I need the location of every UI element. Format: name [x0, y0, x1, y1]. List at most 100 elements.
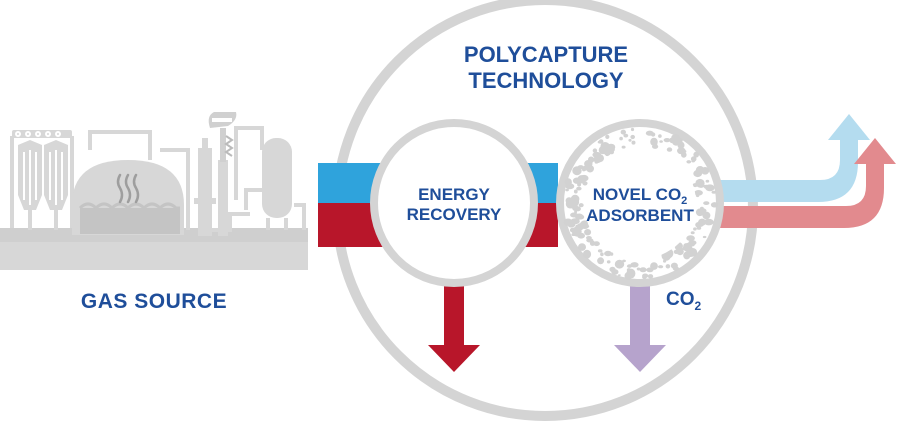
- pore-dot: [592, 148, 598, 153]
- pore-dot: [690, 156, 697, 162]
- pore-dot: [693, 169, 703, 178]
- pore-dot: [609, 266, 616, 273]
- pore-dot: [605, 134, 610, 139]
- gas-source-label: GAS SOURCE: [81, 290, 227, 313]
- pore-dot: [646, 267, 654, 273]
- pore-dot: [677, 147, 686, 155]
- pore-dot: [663, 259, 667, 263]
- pore-dot: [639, 268, 643, 271]
- pore-dot: [630, 262, 639, 268]
- energy-output-arrow: [428, 285, 480, 372]
- co2-output-subscript: 2: [695, 299, 702, 313]
- pore-dot: [663, 138, 671, 143]
- adsorbent-line-2: ADSORBENT: [586, 206, 694, 225]
- pore-dot: [698, 192, 703, 195]
- pore-dot: [604, 250, 612, 257]
- co2-output-label: CO2: [666, 289, 702, 313]
- pore-dot: [626, 264, 633, 268]
- pore-dot: [677, 137, 683, 143]
- pore-dot: [570, 218, 580, 225]
- gas-plant-icon: [0, 126, 308, 270]
- pore-dot: [572, 166, 582, 176]
- pore-dot: [630, 134, 635, 140]
- pore-dot: [666, 147, 673, 152]
- pore-dot: [600, 252, 604, 257]
- pore-dot: [658, 134, 662, 138]
- pore-dot: [564, 178, 572, 186]
- pore-dot: [665, 264, 671, 269]
- pore-dot: [710, 202, 719, 208]
- pore-dot: [652, 144, 659, 149]
- pore-dot: [586, 238, 594, 243]
- pore-dot: [624, 271, 632, 280]
- adsorbent-line-1: NOVEL CO2: [593, 185, 688, 207]
- pore-dot: [647, 274, 654, 279]
- pore-dot: [617, 274, 621, 276]
- pore-dot: [609, 150, 614, 155]
- pore-dot: [588, 156, 595, 163]
- pore-dot: [703, 201, 710, 206]
- pore-dot: [658, 265, 664, 269]
- pore-dot: [705, 179, 710, 183]
- pore-dot: [645, 130, 654, 136]
- energy-recovery-line-1: ENERGY: [418, 185, 490, 204]
- pore-dot: [597, 140, 603, 144]
- pore-dot: [688, 240, 697, 246]
- pore-dot: [686, 160, 692, 164]
- energy-recovery-line-2: RECOVERY: [407, 205, 502, 224]
- co2-output-arrow: [614, 285, 666, 372]
- pore-dot: [693, 227, 697, 231]
- pore-dot: [699, 210, 707, 216]
- pore-dot: [578, 243, 586, 251]
- pore-dot: [695, 222, 702, 228]
- pore-dot: [571, 233, 576, 237]
- pore-dot: [619, 136, 623, 141]
- pore-dot: [565, 188, 569, 192]
- pore-dot: [584, 229, 592, 236]
- energy-recovery-circle: [370, 119, 538, 287]
- pore-dot: [597, 249, 603, 253]
- pore-dot: [603, 149, 611, 155]
- pore-dot: [650, 137, 658, 146]
- co2-output-prefix: CO: [666, 289, 695, 310]
- pore-dot: [683, 243, 690, 250]
- pore-dot: [659, 140, 663, 143]
- pore-dot: [631, 140, 636, 145]
- pore-dot: [614, 259, 625, 269]
- pore-dot: [690, 231, 695, 235]
- pore-dot: [605, 153, 609, 157]
- pore-dot: [709, 186, 714, 190]
- pore-dot: [683, 251, 691, 260]
- pore-dot: [630, 127, 635, 132]
- pore-dot: [693, 151, 699, 158]
- heat-waves-icon: [116, 173, 140, 204]
- pore-dot: [686, 235, 695, 242]
- pore-dot: [578, 203, 584, 208]
- pore-dot: [572, 177, 582, 184]
- pore-dot: [703, 218, 714, 226]
- pore-dot: [579, 220, 590, 229]
- pore-dot: [567, 223, 574, 228]
- pore-dot: [702, 235, 707, 239]
- pore-dot: [570, 194, 580, 204]
- pore-dot: [688, 248, 698, 257]
- pore-dot: [586, 165, 594, 173]
- pore-dot: [628, 138, 632, 142]
- adsorbent-line-1-prefix: NOVEL CO: [593, 185, 681, 204]
- pore-dot: [671, 134, 680, 141]
- pore-dot: [676, 248, 684, 256]
- pore-dot: [592, 157, 599, 162]
- pore-dot: [606, 143, 616, 151]
- pore-dot: [642, 274, 647, 280]
- pore-dot: [622, 259, 626, 263]
- pore-dot: [572, 204, 579, 212]
- pore-dot: [573, 189, 578, 194]
- pore-dot: [597, 257, 605, 265]
- pore-dot: [579, 174, 589, 182]
- pore-dot: [711, 190, 717, 194]
- pore-dot: [623, 133, 629, 138]
- pore-dot: [620, 129, 626, 135]
- hot-output-arrow: [700, 138, 896, 228]
- pore-dot: [626, 268, 631, 272]
